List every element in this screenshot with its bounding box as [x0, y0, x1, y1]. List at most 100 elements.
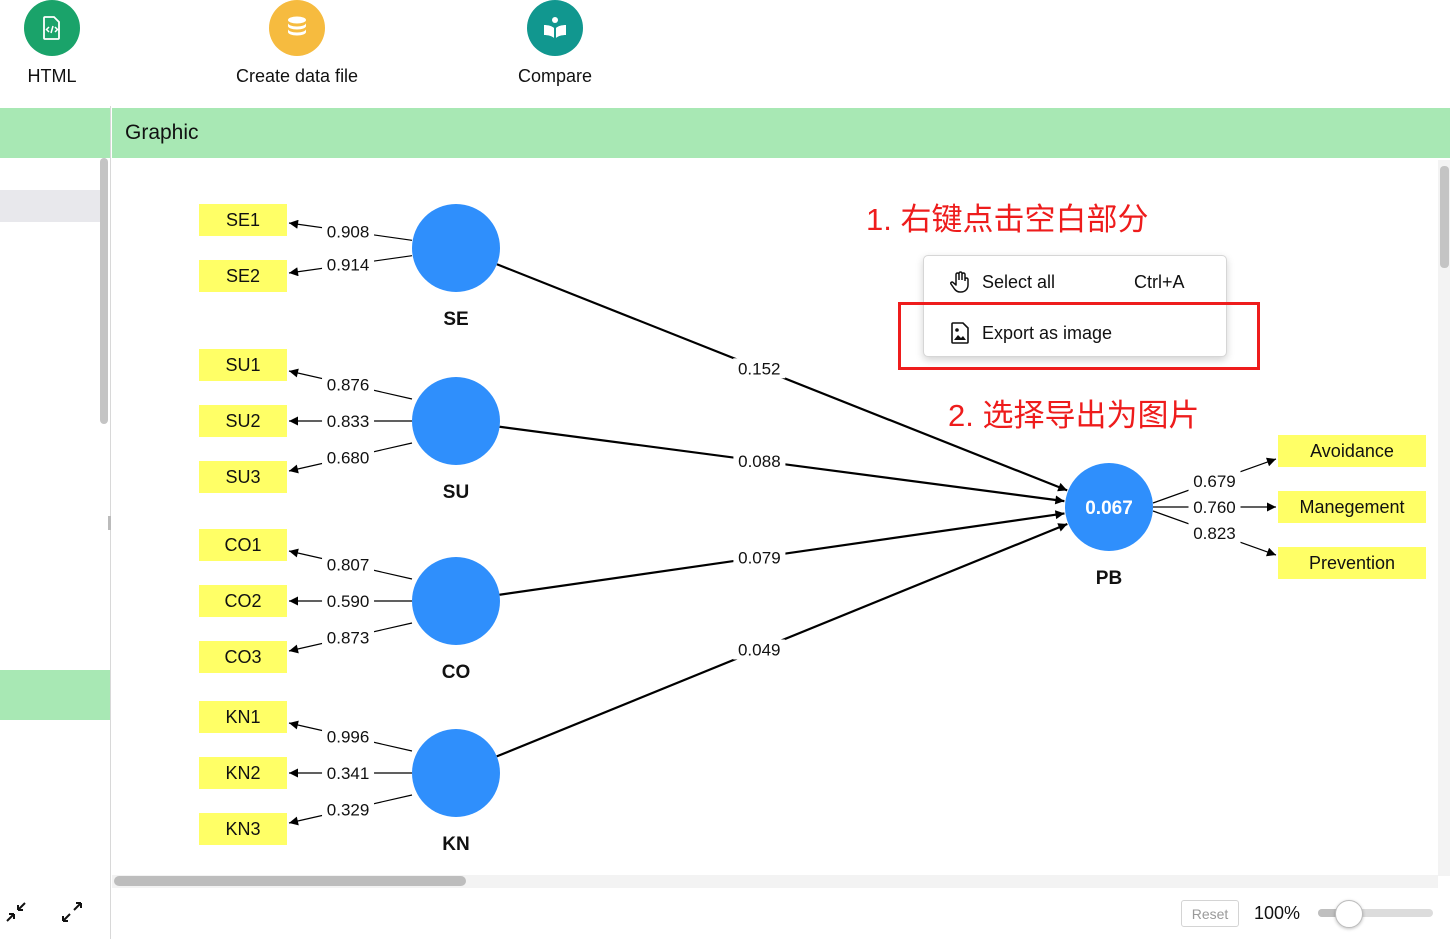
left-panel-section-header: [0, 670, 110, 720]
loading-value-bg: [322, 447, 375, 468]
loading-value: 0.807: [327, 555, 370, 574]
indicator-label-co1: CO1: [224, 535, 261, 555]
loading-value: 0.760: [1193, 498, 1236, 517]
context-menu: Select all Ctrl+A Export as image: [923, 255, 1227, 357]
loading-value-bg: [322, 627, 375, 648]
construct-label-co: CO: [442, 662, 471, 683]
indicator-box-su2[interactable]: [199, 405, 287, 437]
expand-icon[interactable]: [60, 900, 84, 924]
construct-node-pb[interactable]: [1065, 463, 1153, 551]
tool-circle: [24, 0, 80, 56]
indicator-box-su1[interactable]: [199, 349, 287, 381]
path-coefficient-bg: [733, 450, 786, 471]
indicator-box-avoidance[interactable]: [1278, 435, 1426, 467]
indicator-box-su3[interactable]: [199, 461, 287, 493]
code-file-icon: [43, 16, 60, 40]
indicator-box-co3[interactable]: [199, 641, 287, 673]
indicator-label-prevention: Prevention: [1309, 553, 1395, 573]
toolbar: HTML Create data file Compare: [0, 0, 1450, 106]
indicator-box-manegement[interactable]: [1278, 491, 1426, 523]
loading-value: 0.329: [327, 801, 370, 820]
loading-value-bg: [322, 591, 375, 611]
indicator-box-kn3[interactable]: [199, 813, 287, 845]
indicator-label-su2: SU2: [225, 411, 260, 431]
indicator-box-se2[interactable]: [199, 260, 287, 292]
loading-value: 0.680: [327, 449, 370, 468]
zoom-slider-handle[interactable]: [1335, 900, 1364, 928]
indicator-box-prevention[interactable]: [1278, 547, 1426, 579]
construct-node-su[interactable]: [412, 377, 500, 465]
annotation-highlight-box: [898, 302, 1260, 370]
menu-item-label: Export as image: [982, 322, 1113, 343]
path-coefficient: 0.152: [738, 359, 781, 378]
menu-item-select-all[interactable]: Select all Ctrl+A: [924, 257, 1226, 307]
construct-node-co[interactable]: [412, 557, 500, 645]
database-icon: [288, 16, 307, 36]
path-coefficient-bg: [733, 358, 786, 379]
indicator-label-co2: CO2: [224, 591, 261, 611]
menu-item-shortcut: Ctrl+A: [1134, 271, 1185, 292]
canvas-vertical-scroll-thumb[interactable]: [1440, 166, 1449, 268]
bottom-bar: Reset 100%: [112, 888, 1450, 939]
construct-node-kn[interactable]: [412, 729, 500, 817]
loading-value-bg: [1188, 497, 1241, 517]
indicator-box-se1[interactable]: [199, 204, 287, 236]
loading-value-bg: [322, 374, 375, 395]
indicator-label-kn3: KN3: [225, 819, 260, 839]
loading-value: 0.679: [1193, 472, 1236, 491]
create-data-file-label: Create data file: [236, 66, 359, 86]
construct-node-se[interactable]: [412, 204, 500, 292]
indicator-box-co2[interactable]: [199, 585, 287, 617]
indicator-box-co1[interactable]: [199, 529, 287, 561]
compare-button[interactable]: Compare: [518, 0, 592, 87]
construct-r2-value: 0.067: [1085, 498, 1133, 519]
shrink-icon[interactable]: [4, 900, 28, 924]
loading-value-bg: [322, 411, 375, 431]
menu-item-label: Select all: [982, 271, 1056, 292]
reset-button[interactable]: Reset: [1181, 900, 1239, 927]
zoom-slider-fill: [1318, 909, 1350, 917]
loading-value-bg: [322, 763, 375, 783]
annotation-step-2: 2. 选择导出为图片: [948, 398, 1200, 433]
annotation-step-1: 1. 右键点击空白部分: [866, 202, 1149, 237]
graphic-title: Graphic: [125, 121, 199, 144]
zoom-level: 100%: [1254, 903, 1301, 923]
indicator-box-kn2[interactable]: [199, 757, 287, 789]
indicator-box-kn1[interactable]: [199, 701, 287, 733]
loading-value-bg: [322, 726, 375, 747]
loading-value: 0.876: [327, 375, 370, 394]
zoom-slider[interactable]: [1318, 909, 1433, 917]
html-button[interactable]: HTML: [24, 0, 80, 87]
indicator-label-su3: SU3: [225, 467, 260, 487]
loading-value: 0.341: [327, 764, 370, 783]
loading-value: 0.914: [327, 256, 370, 275]
construct-label-pb: PB: [1096, 568, 1122, 589]
html-button-label: HTML: [27, 66, 77, 86]
tool-circle: [527, 0, 584, 56]
left-panel-header: [0, 108, 110, 158]
loading-value: 0.823: [1193, 524, 1236, 543]
graphic-header: Graphic: [112, 108, 1450, 158]
construct-label-su: SU: [443, 482, 469, 503]
menu-item-export-as-image[interactable]: Export as image: [924, 308, 1226, 358]
indicator-label-kn2: KN2: [225, 763, 260, 783]
construct-label-kn: KN: [442, 834, 469, 855]
open-book-icon: [544, 17, 567, 38]
canvas-horizontal-scroll-thumb[interactable]: [114, 876, 466, 886]
loading-value-bg: [1188, 471, 1241, 491]
loading-value-bg: [322, 221, 375, 242]
left-panel-selected-row[interactable]: [0, 190, 100, 222]
create-data-file-button[interactable]: Create data file: [236, 0, 358, 87]
indicator-label-su1: SU1: [225, 355, 260, 375]
indicator-label-se1: SE1: [226, 210, 260, 230]
panel-splitter-handle[interactable]: [108, 516, 111, 530]
path-model-diagram[interactable]: 0.9080.9140.8760.8330.6800.8070.5900.873…: [112, 160, 1450, 888]
hand-pointer-icon: [950, 271, 969, 293]
path-coefficient-bg: [733, 547, 786, 568]
loading-value: 0.833: [327, 412, 370, 431]
left-panel-scrollbar[interactable]: [100, 158, 108, 424]
left-panel: [0, 106, 111, 939]
canvas-vertical-scrollbar[interactable]: [1438, 160, 1450, 876]
loading-value: 0.996: [327, 727, 370, 746]
